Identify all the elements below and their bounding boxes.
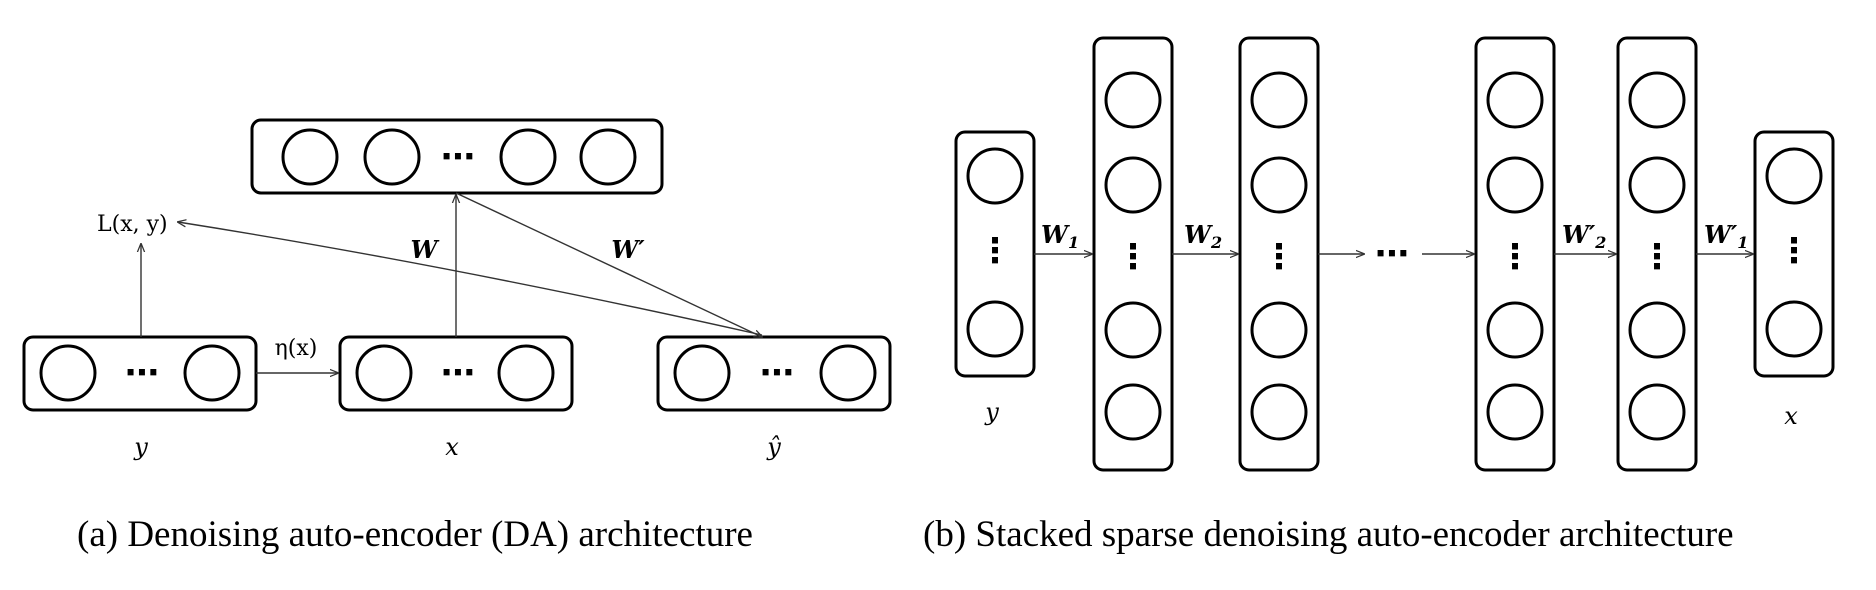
hidden-neuron bbox=[363, 128, 421, 186]
stack-hidden-neuron bbox=[1250, 301, 1308, 359]
stack-hidden-neuron bbox=[1104, 301, 1162, 359]
stack-weight-w2-prime: W′2 bbox=[1562, 220, 1606, 252]
encoder-weight-label: W bbox=[411, 235, 440, 264]
decoder-arrow bbox=[455, 192, 762, 337]
stack-hidden-layer-1: ⋮ bbox=[1092, 36, 1174, 472]
stack-hidden-neuron bbox=[1104, 156, 1162, 214]
stack-hidden-layer-2: ⋮ bbox=[1238, 36, 1320, 472]
corrupted-x-layer: ⋯ x bbox=[338, 335, 574, 461]
caption-b: (b) Stacked sparse denoising auto-encode… bbox=[923, 514, 1734, 555]
stack-hidden-neuron bbox=[1486, 383, 1544, 441]
output-yhat-neuron bbox=[819, 344, 877, 402]
stack-hidden-neuron bbox=[1628, 71, 1686, 129]
stack-output-label: x bbox=[1784, 402, 1798, 430]
input-y-label: y bbox=[133, 433, 148, 461]
stack-weight-w1-prime: W′1 bbox=[1704, 220, 1748, 252]
stack-hidden-neuron bbox=[1486, 71, 1544, 129]
caption-a: (a) Denoising auto-encoder (DA) architec… bbox=[77, 514, 753, 555]
corrupted-x-neuron bbox=[355, 344, 413, 402]
stack-hidden-neuron bbox=[1250, 156, 1308, 214]
hidden-neuron bbox=[281, 128, 339, 186]
stack-output-vertical-ellipsis: ⋮ bbox=[1777, 231, 1811, 271]
stack-hidden-vertical-ellipsis: ⋮ bbox=[1262, 237, 1296, 277]
stack-input-label: y bbox=[984, 398, 999, 426]
stack-hidden-vertical-ellipsis: ⋮ bbox=[1116, 237, 1150, 277]
input-y-layer: ⋯ y bbox=[22, 335, 258, 461]
stack-hidden-neuron bbox=[1250, 71, 1308, 129]
stack-output-neuron bbox=[1765, 147, 1823, 205]
stack-middle-ellipsis: ⋯ bbox=[1375, 234, 1409, 274]
hidden-layer: ⋯ bbox=[250, 118, 664, 195]
stack-hidden-layer-3: ⋮ bbox=[1474, 36, 1556, 472]
stack-hidden-neuron bbox=[1104, 71, 1162, 129]
hidden-neuron bbox=[499, 128, 557, 186]
stack-hidden-neuron bbox=[1486, 156, 1544, 214]
stack-hidden-neuron bbox=[1628, 301, 1686, 359]
corrupted-x-label: x bbox=[445, 433, 459, 461]
stack-input-neuron bbox=[966, 300, 1024, 358]
diagram-b: ⋮ y ⋮ ⋮ ⋮ bbox=[923, 36, 1835, 555]
output-yhat-layer: ⋯ ŷ bbox=[656, 335, 892, 461]
input-y-neuron bbox=[39, 344, 97, 402]
yhat-to-loss-arrow bbox=[178, 222, 763, 336]
stack-hidden-vertical-ellipsis: ⋮ bbox=[1498, 237, 1532, 277]
stack-hidden-neuron bbox=[1628, 383, 1686, 441]
output-yhat-label: ŷ bbox=[766, 433, 781, 461]
output-yhat-ellipsis: ⋯ bbox=[760, 353, 794, 393]
stack-hidden-vertical-ellipsis: ⋮ bbox=[1640, 237, 1674, 277]
stack-input-vertical-ellipsis: ⋮ bbox=[978, 231, 1012, 271]
noise-label: η(x) bbox=[275, 336, 318, 361]
stack-weight-w1: W1 bbox=[1041, 220, 1079, 252]
output-yhat-neuron bbox=[673, 344, 731, 402]
corrupted-x-neuron bbox=[497, 344, 555, 402]
stack-output-neuron bbox=[1765, 300, 1823, 358]
stack-input-layer: ⋮ y bbox=[954, 130, 1036, 426]
stack-input-neuron bbox=[966, 147, 1024, 205]
stack-hidden-neuron bbox=[1250, 383, 1308, 441]
stack-hidden-neuron bbox=[1628, 156, 1686, 214]
input-y-ellipsis: ⋯ bbox=[125, 353, 159, 393]
loss-label: L(x, y) bbox=[97, 212, 168, 237]
stack-output-layer: ⋮ x bbox=[1753, 130, 1835, 430]
diagram-a: ⋯ ⋯ y ⋯ x ⋯ ŷ L(x, bbox=[22, 118, 892, 555]
stack-weight-w2: W2 bbox=[1184, 220, 1222, 252]
stack-hidden-neuron bbox=[1104, 383, 1162, 441]
decoder-weight-label: W′ bbox=[611, 235, 645, 264]
corrupted-x-ellipsis: ⋯ bbox=[441, 353, 475, 393]
stack-hidden-neuron bbox=[1486, 301, 1544, 359]
hidden-neuron bbox=[579, 128, 637, 186]
stack-hidden-layer-4: ⋮ bbox=[1616, 36, 1698, 472]
hidden-layer-ellipsis: ⋯ bbox=[441, 137, 475, 177]
input-y-neuron bbox=[183, 344, 241, 402]
